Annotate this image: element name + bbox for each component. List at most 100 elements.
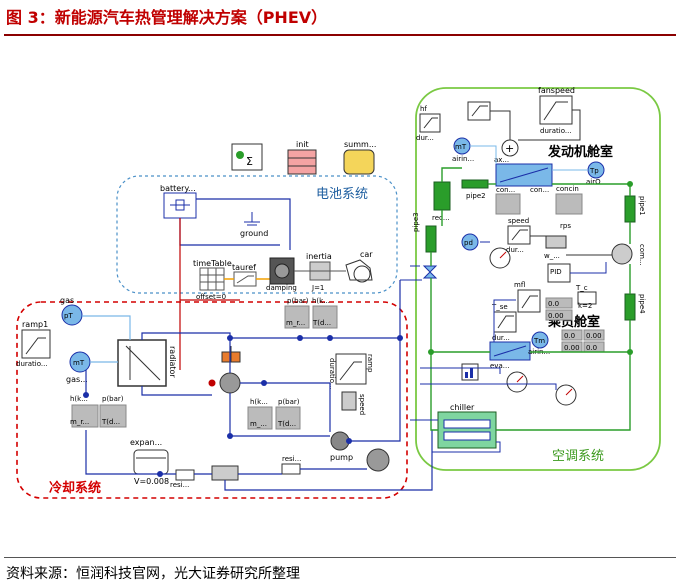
- battery-region: [116, 175, 398, 294]
- inertia-j-label: J=1: [311, 284, 324, 292]
- summary-block: summ...: [343, 140, 376, 175]
- compressor-block: com...: [611, 243, 646, 266]
- pd-label: pd: [464, 239, 473, 247]
- valve-block: [422, 265, 438, 279]
- mfl-block: mfl: [514, 281, 541, 313]
- tse-label: T_se: [491, 303, 508, 311]
- gauge-3: [555, 384, 577, 406]
- tp-sensor: Tp airO: [586, 161, 605, 186]
- dur3-label: dur...: [492, 334, 510, 342]
- battery-block: battery...: [160, 184, 197, 219]
- figure-title: 图 3：新能源汽车热管理解决方案（PHEV）: [6, 8, 328, 27]
- pid-block: PID: [547, 263, 571, 283]
- inertia-label: inertia: [306, 252, 332, 261]
- tp-label: Tp: [589, 167, 599, 175]
- source-rule: [4, 557, 676, 558]
- chiller-label: chiller: [450, 403, 475, 412]
- speed-label: speed: [358, 394, 366, 415]
- mfl-label: mfl: [514, 281, 525, 289]
- con1-label: con...: [496, 186, 515, 194]
- expansion-tank: expan... V=0.008: [130, 438, 169, 486]
- mr1-label: m_r...: [70, 418, 89, 426]
- td2-label: T(d...: [312, 319, 331, 327]
- resi1-label: resi...: [170, 481, 189, 489]
- pump-block: pump: [330, 431, 353, 462]
- ac-region-label: 空调系统: [552, 449, 604, 464]
- fan-block: + ax...: [494, 139, 519, 164]
- concin-label: concin: [556, 185, 579, 193]
- tauref-block: tauref offset=0: [196, 263, 257, 301]
- tm-label: Tm: [533, 337, 545, 345]
- tank-block: [366, 448, 390, 472]
- rps-label: rps: [560, 222, 571, 230]
- engine-cabin-label: 发动机舱室: [547, 144, 613, 160]
- battery-label: battery...: [160, 184, 196, 193]
- battery-region-label: 电池系统: [316, 187, 368, 202]
- evaporator-block: eva...: [489, 341, 531, 370]
- hf-label: hf: [420, 105, 427, 113]
- ramp-label: ramp: [366, 354, 374, 373]
- tc1-label: T(d...: [101, 418, 120, 426]
- pbar1-label: p(bar): [102, 395, 124, 403]
- td3-label: T(d...: [277, 420, 296, 428]
- pbar3-label: p(bar): [278, 398, 300, 406]
- value-4: 0.0: [586, 344, 597, 352]
- gauge-2: [506, 371, 528, 393]
- rec-label: rec...: [432, 214, 450, 222]
- offset-label: offset=0: [196, 293, 226, 301]
- ramp1-duration-label: duratio...: [16, 360, 48, 368]
- pid-label: PID: [550, 268, 562, 276]
- tauref-label: tauref: [232, 263, 256, 272]
- car-label: car: [360, 250, 373, 259]
- ramp1-label: ramp1: [22, 320, 48, 329]
- pipe3-label: pipe3: [412, 212, 420, 232]
- init-label: init: [296, 140, 309, 149]
- tc-label: T_c: [575, 284, 588, 292]
- title-rule: [4, 34, 676, 36]
- condenser-block: con... con...: [495, 163, 553, 194]
- hf-block: hf dur...: [416, 105, 441, 142]
- summary-label: summ...: [344, 140, 376, 149]
- w-label: w_...: [544, 252, 560, 260]
- expan-label: expan...: [130, 438, 162, 447]
- fanspeed-block: fanspeed duratio...: [538, 86, 575, 135]
- gas-source: pT gas: [60, 296, 83, 326]
- svg-text:pT: pT: [64, 312, 73, 320]
- receiver-block: rec...: [432, 181, 451, 222]
- motor-block: damping: [266, 257, 297, 292]
- mt-gas-sensor: mT gas...: [66, 351, 91, 384]
- timetable-block: timeTable: [193, 259, 232, 291]
- pipe4-block: pipe4: [624, 293, 646, 321]
- svg-text:Σ: Σ: [246, 155, 253, 168]
- mr3-label: m_...: [250, 420, 267, 428]
- cooling-region-label: 冷却系统: [49, 480, 101, 496]
- ground-label: ground: [240, 229, 268, 238]
- concin-sensors: concin: [495, 185, 583, 215]
- sensor-group-3: h(k... p(bar) m_... T(d...: [247, 398, 301, 430]
- tc-k2-block: T_c k=2: [575, 284, 597, 310]
- source-note: 资料来源：恒润科技官网，光大证券研究所整理: [6, 566, 300, 582]
- value-1: 0.0: [564, 332, 575, 340]
- value-5: 0.0: [548, 300, 559, 308]
- tse-block: T_se dur...: [491, 303, 517, 342]
- pump-label: pump: [330, 453, 353, 462]
- damping-label: damping: [266, 284, 297, 292]
- timetable-label: timeTable: [193, 259, 232, 268]
- pbar2-label: p(bar): [287, 297, 309, 305]
- hk1-label: h(k...: [70, 395, 88, 403]
- init-block: init: [287, 140, 317, 175]
- pipe2-block: pipe2: [461, 179, 489, 200]
- gauge-1: [489, 247, 511, 269]
- hf-dur-label: dur...: [416, 134, 434, 142]
- ac-region: [415, 87, 661, 471]
- gas2-label: gas...: [66, 375, 88, 384]
- resistance-1: resi...: [170, 469, 195, 489]
- value-6: 0.00: [548, 312, 564, 320]
- inertia-block: inertia J=1: [294, 252, 346, 292]
- speed-block: speed: [341, 391, 366, 415]
- pd-sensor: pd: [461, 233, 479, 251]
- value-3: 0.00: [586, 332, 602, 340]
- ramp-duration-label: duratio...: [328, 358, 336, 390]
- sensor-group-2: p(bar) h(k... m_r... T(d...: [284, 297, 338, 329]
